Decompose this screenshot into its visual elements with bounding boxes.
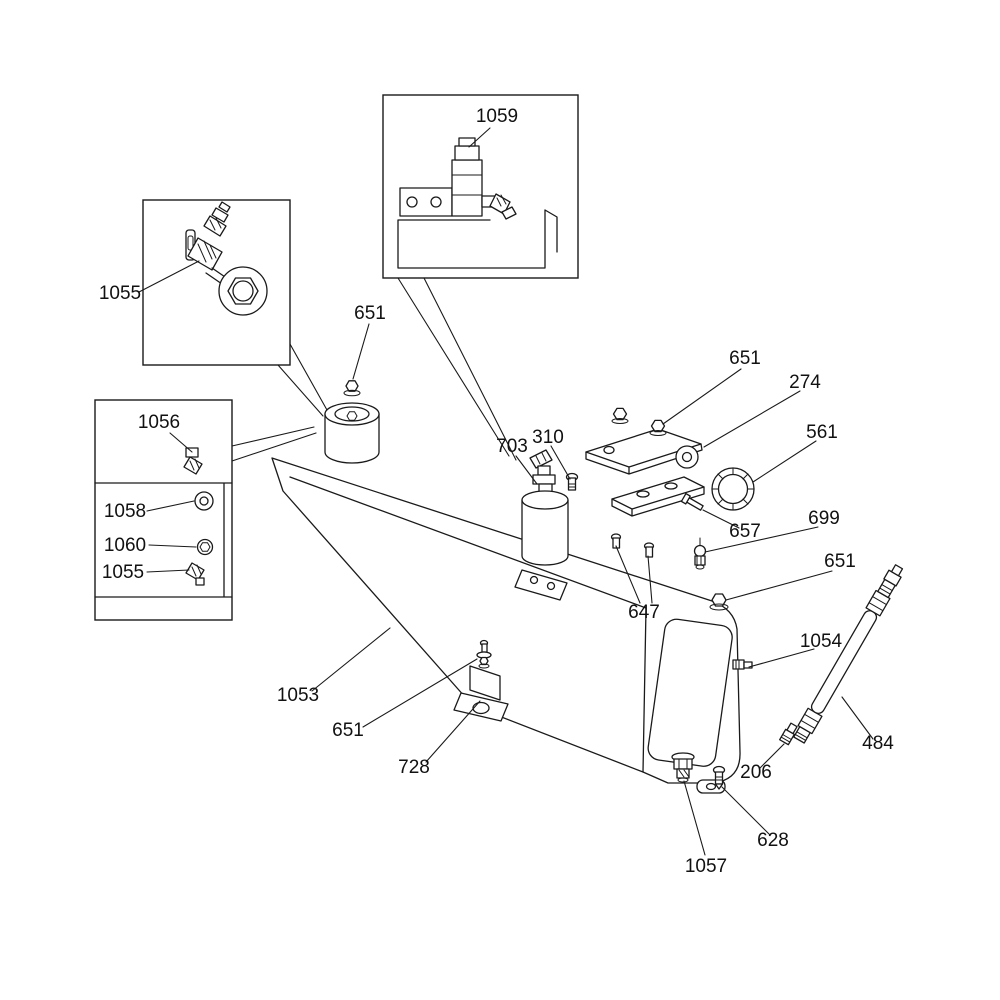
part-label-310: 310: [532, 427, 564, 448]
filter-clamp: [514, 569, 568, 601]
part-label-699: 699: [808, 508, 840, 529]
leader-561: [752, 440, 817, 483]
lower-bracket: [610, 476, 705, 558]
leader-647-b: [647, 555, 653, 604]
part-label-1055-side: 1055: [102, 562, 144, 583]
projection-line-1055-b: [277, 364, 324, 417]
hex-nut: [612, 407, 628, 421]
projection-line-1059-b: [423, 277, 517, 461]
filler-cap: [324, 380, 380, 464]
drain-fitting: [671, 752, 695, 783]
part-label-657: 657: [729, 521, 761, 542]
port-flange: [218, 266, 268, 316]
projection-line-1059-a: [397, 277, 510, 457]
foot-bracket: [453, 639, 509, 722]
leader-1060: [148, 544, 197, 548]
leader-728: [425, 700, 481, 763]
part-label-561: 561: [806, 422, 838, 443]
reservoir-cap: [711, 467, 755, 511]
leader-1059: [468, 127, 491, 148]
leader-lines: [138, 127, 874, 856]
leader-651-foot: [362, 658, 478, 728]
leader-703: [515, 455, 538, 485]
fitting-1056: [183, 456, 203, 475]
fitting-699: [693, 537, 707, 570]
upper-bracket: [585, 407, 703, 475]
solenoid-valve: [451, 159, 483, 217]
leader-651-bracket: [662, 368, 742, 425]
leader-206: [759, 743, 785, 769]
plug-1060: [196, 538, 214, 556]
part-label-274: 274: [789, 372, 821, 393]
leader-699: [704, 526, 819, 553]
tank-body: [271, 457, 741, 794]
part-label-206: 206: [740, 762, 772, 783]
part-label-628: 628: [757, 830, 789, 851]
hex-nut-651: [650, 419, 666, 433]
leader-1053: [311, 627, 391, 692]
fitting-1054: [732, 659, 753, 670]
part-label-1059: 1059: [476, 106, 518, 127]
leader-647-a: [615, 545, 641, 604]
elbow-body: [187, 237, 223, 271]
part-label-1056: 1056: [138, 412, 180, 433]
nut: [479, 656, 489, 666]
leader-274: [703, 390, 801, 448]
leader-628: [721, 786, 771, 836]
hose-484: [793, 564, 904, 744]
leader-310: [550, 445, 571, 480]
bolt-628: [712, 765, 726, 790]
part-label-1058: 1058: [104, 501, 146, 522]
part-label-703: 703: [496, 436, 528, 457]
projection-line-1056-b: [231, 432, 317, 462]
part-label-484: 484: [862, 733, 894, 754]
part-label-728: 728: [398, 757, 430, 778]
part-label-1053: 1053: [277, 685, 319, 706]
part-label-1057: 1057: [685, 856, 727, 877]
projection-line-1055-a: [289, 343, 328, 411]
part-label-647: 647: [628, 602, 660, 623]
leader-651-filler: [352, 323, 370, 380]
leader-484: [841, 696, 874, 740]
adapter-206: [779, 722, 798, 746]
leader-1055-side: [146, 569, 190, 573]
leader-1057: [683, 780, 706, 856]
part-label-651-foot: 651: [332, 720, 364, 741]
callout-labels: 1059 1055 651 1056 1058 1060 1055 703 31…: [99, 106, 894, 877]
inset-1055: [142, 199, 291, 366]
corner-nut-651: [709, 593, 729, 611]
suction-filter: [521, 449, 569, 566]
leader-1058: [146, 500, 195, 512]
bracket-ear: [675, 445, 699, 469]
leader-657: [702, 509, 740, 529]
inset-port-panel: [94, 399, 233, 621]
leader-651-corner: [725, 570, 833, 601]
leader-1054: [748, 648, 815, 668]
part-label-651-filler: 651: [354, 303, 386, 324]
screw-657: [680, 492, 704, 511]
port-1058: [194, 491, 214, 511]
filler-nut: [345, 380, 359, 392]
inset-1059: [382, 94, 579, 279]
projection-line-1056-a: [231, 426, 315, 447]
part-label-651-bracket: 651: [729, 348, 761, 369]
hose-barb: [203, 215, 227, 237]
part-label-1055-top: 1055: [99, 283, 141, 304]
part-label-651-corner: 651: [824, 551, 856, 572]
part-label-1054: 1054: [800, 631, 843, 652]
part-label-1060: 1060: [104, 535, 146, 556]
leader-1055-top: [138, 260, 200, 293]
leader-1056: [169, 432, 193, 453]
